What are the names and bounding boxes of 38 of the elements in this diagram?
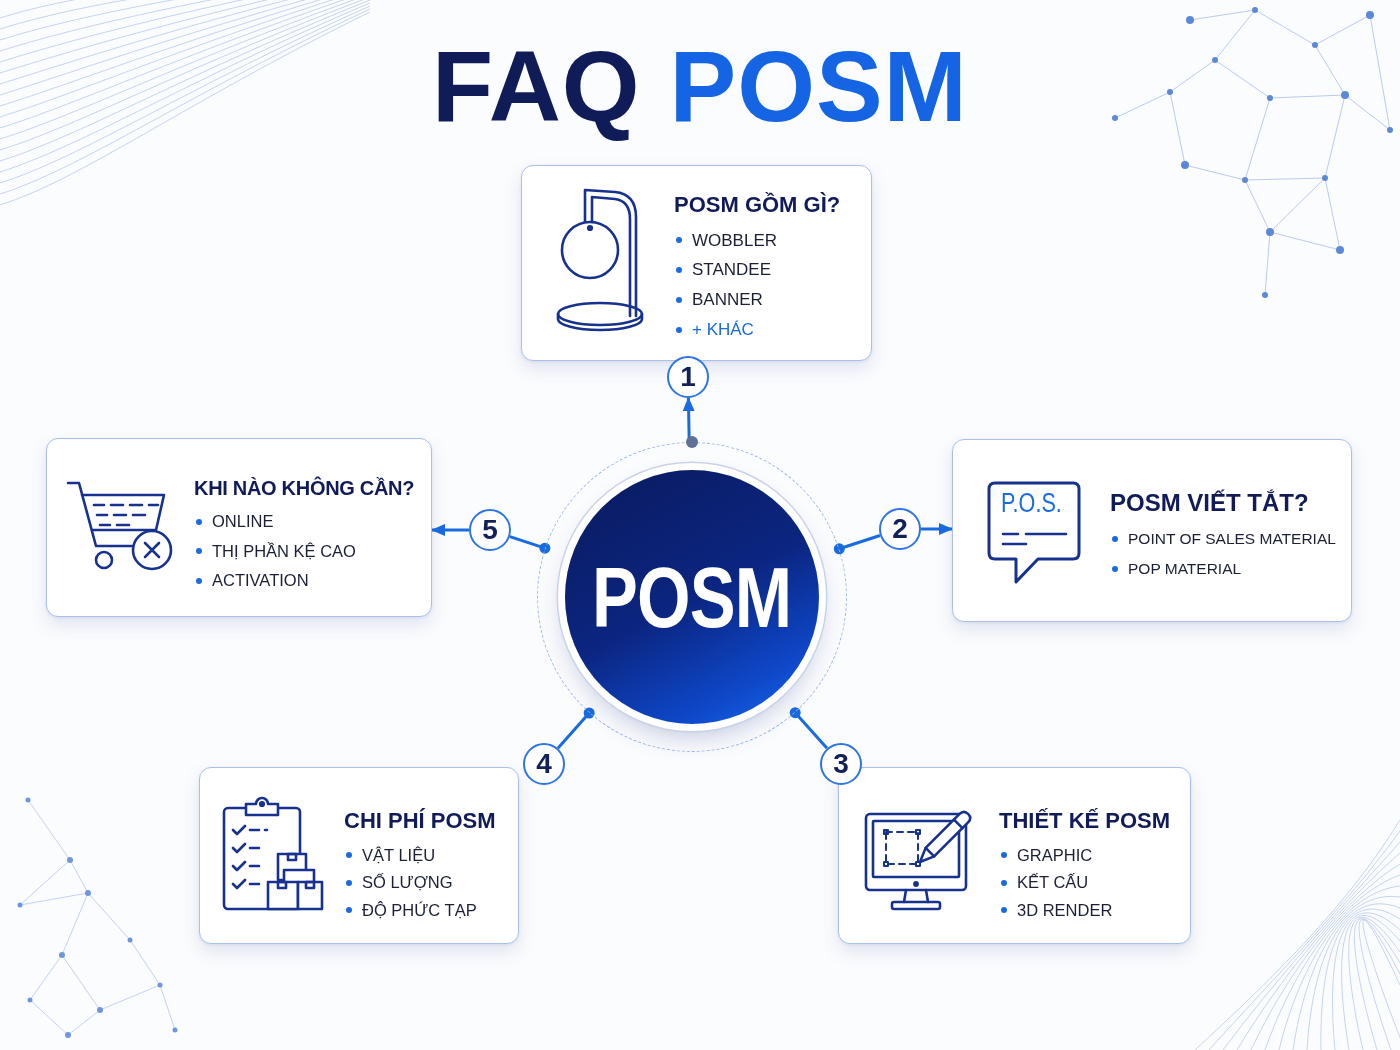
- step-number-circle: 2: [879, 508, 921, 550]
- title: FAQ POSM: [432, 31, 968, 141]
- card-heading: CHI PHÍ POSM: [344, 807, 496, 835]
- faq-card: [521, 165, 872, 361]
- connector-line: [509, 535, 551, 554]
- bullet-item: THỊ PHẦN KỆ CAO: [194, 536, 356, 566]
- bullet-item: STANDEE: [674, 255, 772, 285]
- step-number-circle: 3: [820, 743, 862, 785]
- faq-card: [46, 438, 432, 617]
- bullet-item: ACTIVATION: [194, 566, 309, 596]
- arrow: [431, 524, 469, 536]
- bullet-item: SỐ LƯỢNG: [344, 869, 453, 897]
- bullet-item: ONLINE: [194, 507, 274, 537]
- card-heading: POSM VIẾT TẮT?: [1110, 488, 1309, 518]
- step-number-circle: 1: [667, 356, 709, 398]
- bullet-item: GRAPHIC: [999, 841, 1093, 870]
- bullet-item: ĐỘ PHỨC TẠP: [344, 896, 477, 925]
- connector-line: [556, 707, 595, 750]
- bullet-item: VẬT LIỆU: [344, 841, 436, 870]
- bullet-item: KẾT CẤU: [999, 869, 1089, 897]
- bullet-item: POINT OF SALES MATERIAL: [1110, 524, 1336, 555]
- connector-line: [789, 707, 829, 750]
- icon-text: P.O.S.: [1001, 490, 1062, 517]
- step-number-circle: 5: [469, 509, 511, 551]
- card-heading: KHI NÀO KHÔNG CẦN?: [194, 475, 415, 501]
- faq-card: [199, 767, 519, 944]
- hub-label: POSM: [592, 554, 792, 640]
- bullet-item: POP MATERIAL: [1110, 554, 1242, 585]
- faq-card: [952, 439, 1352, 622]
- bullet-item: + KHÁC: [674, 314, 754, 345]
- bullet-item: 3D RENDER: [999, 896, 1113, 925]
- connector-line: [833, 534, 881, 555]
- bullet-item: WOBBLER: [674, 225, 778, 256]
- arrow: [921, 523, 953, 535]
- card-heading: POSM GỒM GÌ?: [674, 191, 841, 219]
- card-heading: THIẾT KẾ POSM: [999, 807, 1171, 835]
- step-number-circle: 4: [523, 743, 565, 785]
- bullet-item: BANNER: [674, 285, 763, 315]
